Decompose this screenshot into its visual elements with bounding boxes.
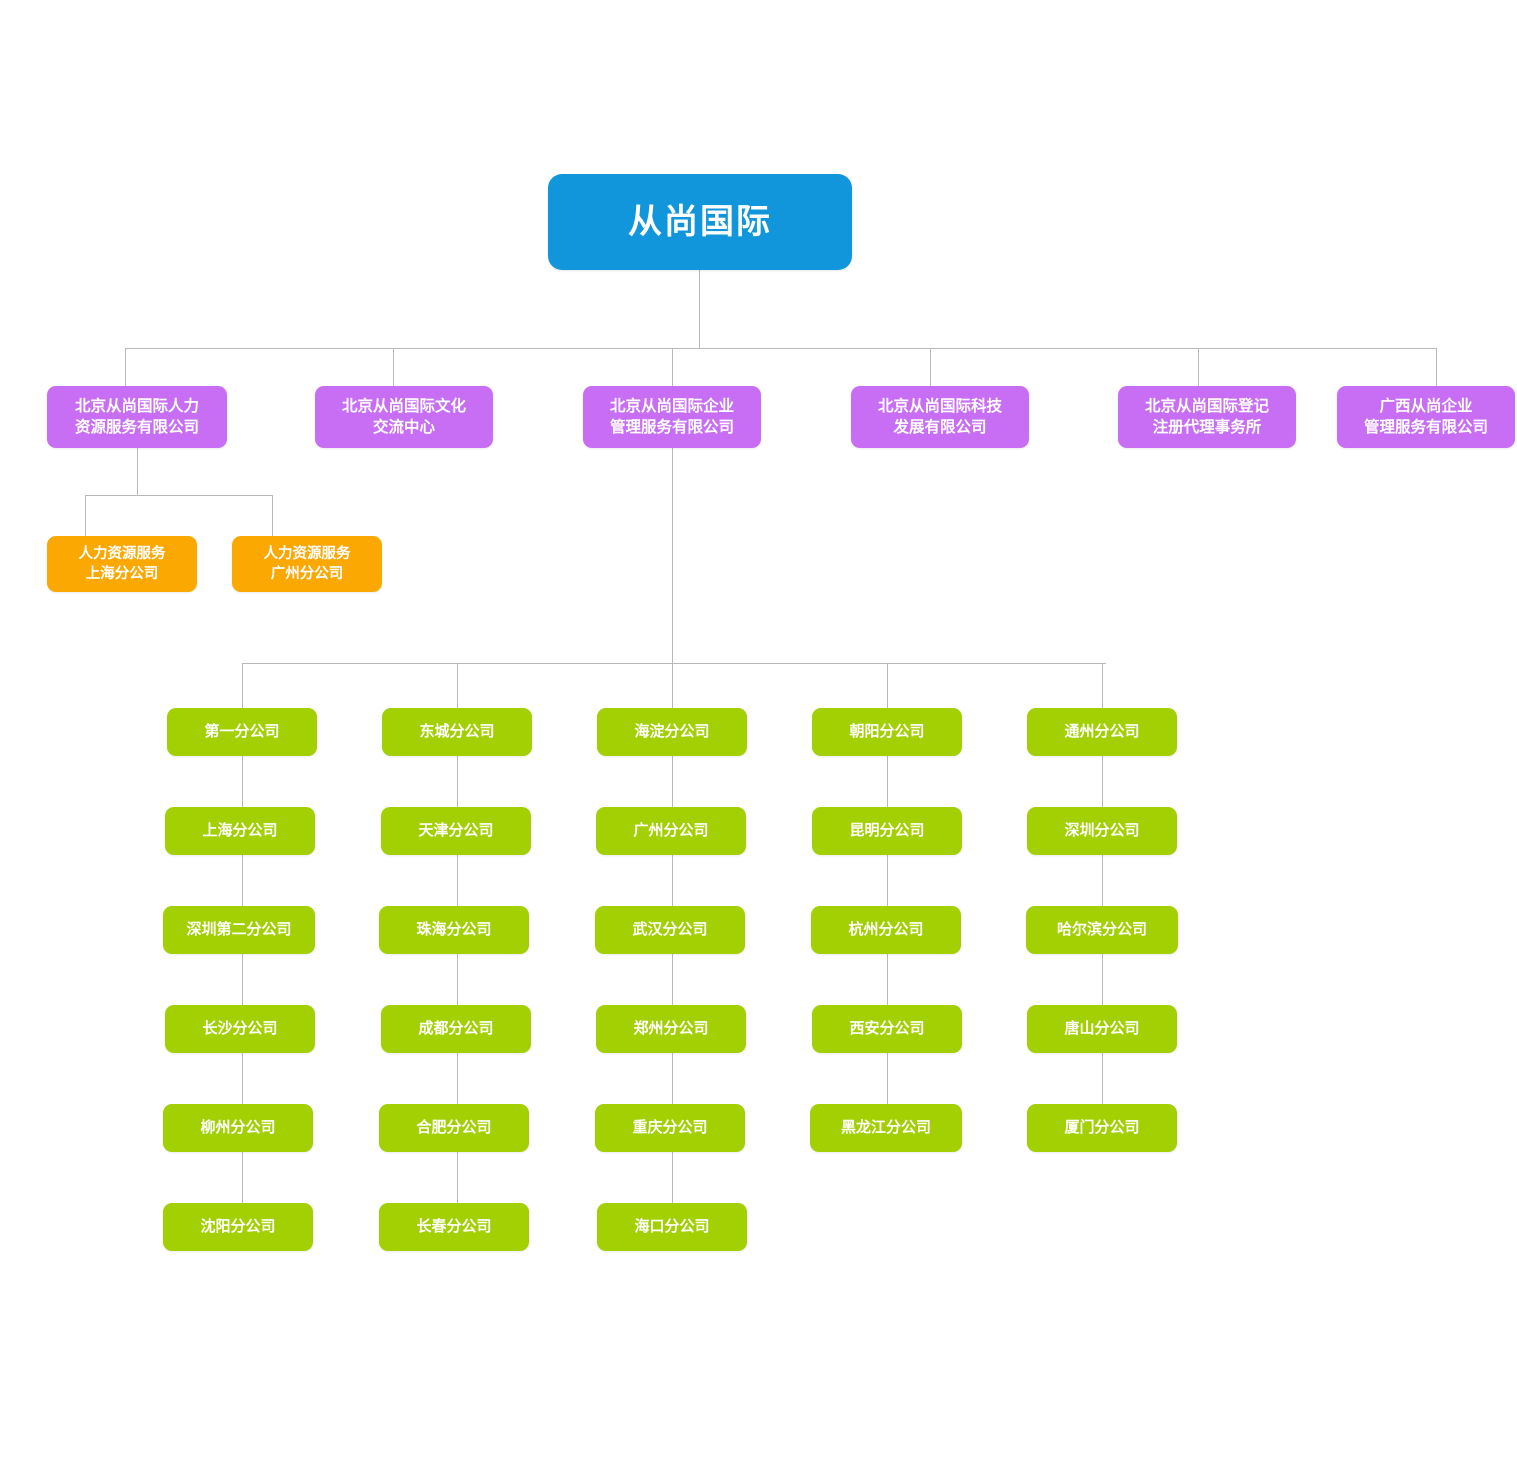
connector-division-drop-2 [393,348,394,386]
org-node-branch-col2-row3[interactable]: 珠海分公司 [379,906,529,954]
connector-col5-link-3 [1102,954,1103,1005]
connector-hr-trunk [137,448,138,495]
org-node-branch-col5-row1[interactable]: 通州分公司 [1027,708,1177,756]
connector-col1-link-3 [242,954,243,1005]
org-node-branch-col2-row2[interactable]: 天津分公司 [381,807,531,855]
org-node-branch-col5-row3[interactable]: 哈尔滨分公司 [1026,906,1178,954]
connector-col3-link-1 [672,756,673,807]
org-node-division-registration-agency[interactable]: 北京从尚国际登记 注册代理事务所 [1118,386,1296,448]
org-node-branch-col4-row2[interactable]: 昆明分公司 [812,807,962,855]
connector-branch-drop-col3 [672,663,673,708]
connector-col2-link-3 [457,954,458,1005]
org-node-branch-col2-row4[interactable]: 成都分公司 [381,1005,531,1053]
org-node-branch-col3-row5[interactable]: 重庆分公司 [595,1104,745,1152]
connector-division-drop-6 [1436,348,1437,386]
connector-root-trunk [699,270,700,349]
org-node-branch-col4-row1[interactable]: 朝阳分公司 [812,708,962,756]
org-node-branch-col1-row5[interactable]: 柳州分公司 [163,1104,313,1152]
connector-division-drop-3 [672,348,673,386]
connector-col2-link-5 [457,1152,458,1203]
org-node-branch-col1-row2[interactable]: 上海分公司 [165,807,315,855]
org-node-branch-col4-row4[interactable]: 西安分公司 [812,1005,962,1053]
connector-hr-drop-1 [85,495,86,536]
connector-col5-link-2 [1102,855,1103,906]
connector-division-bus [125,348,1436,349]
connector-division-drop-1 [125,348,126,386]
connector-branch-drop-col5 [1102,663,1103,708]
connector-col5-link-1 [1102,756,1103,807]
org-node-root[interactable]: 从尚国际 [548,174,852,270]
connector-col3-link-2 [672,855,673,906]
org-node-branch-col3-row2[interactable]: 广州分公司 [596,807,746,855]
org-node-branch-col1-row3[interactable]: 深圳第二分公司 [163,906,315,954]
org-node-hr-shanghai[interactable]: 人力资源服务 上海分公司 [47,536,197,592]
org-node-branch-col2-row5[interactable]: 合肥分公司 [379,1104,529,1152]
connector-col4-link-1 [887,756,888,807]
org-node-branch-col3-row6[interactable]: 海口分公司 [597,1203,747,1251]
connector-col4-link-3 [887,954,888,1005]
org-node-division-hr[interactable]: 北京从尚国际人力 资源服务有限公司 [47,386,227,448]
org-node-division-guangxi[interactable]: 广西从尚企业 管理服务有限公司 [1337,386,1515,448]
org-node-branch-col3-row1[interactable]: 海淀分公司 [597,708,747,756]
connector-col2-link-2 [457,855,458,906]
org-node-branch-col2-row6[interactable]: 长春分公司 [379,1203,529,1251]
connector-col1-link-2 [242,855,243,906]
connector-branch-trunk [672,448,673,664]
connector-col2-link-1 [457,756,458,807]
org-node-hr-guangzhou[interactable]: 人力资源服务 广州分公司 [232,536,382,592]
connector-division-drop-5 [1198,348,1199,386]
org-node-branch-col1-row4[interactable]: 长沙分公司 [165,1005,315,1053]
org-node-branch-col4-row3[interactable]: 杭州分公司 [811,906,961,954]
connector-col1-link-1 [242,756,243,807]
org-node-branch-col5-row4[interactable]: 唐山分公司 [1027,1005,1177,1053]
connector-branch-bus [242,663,1106,664]
org-node-branch-col5-row2[interactable]: 深圳分公司 [1027,807,1177,855]
org-node-division-technology[interactable]: 北京从尚国际科技 发展有限公司 [851,386,1029,448]
connector-hr-drop-2 [272,495,273,536]
connector-col5-link-4 [1102,1053,1103,1104]
org-node-branch-col1-row1[interactable]: 第一分公司 [167,708,317,756]
org-node-branch-col3-row4[interactable]: 郑州分公司 [596,1005,746,1053]
connector-division-drop-4 [930,348,931,386]
org-node-branch-col4-row5[interactable]: 黑龙江分公司 [810,1104,962,1152]
org-node-division-culture[interactable]: 北京从尚国际文化 交流中心 [315,386,493,448]
connector-col3-link-3 [672,954,673,1005]
connector-col1-link-5 [242,1152,243,1203]
connector-col1-link-4 [242,1053,243,1104]
connector-hr-bus [85,495,273,496]
connector-col4-link-2 [887,855,888,906]
connector-branch-drop-col1 [242,663,243,708]
org-node-branch-col2-row1[interactable]: 东城分公司 [382,708,532,756]
connector-col2-link-4 [457,1053,458,1104]
org-node-branch-col1-row6[interactable]: 沈阳分公司 [163,1203,313,1251]
connector-branch-drop-col4 [887,663,888,708]
connector-col3-link-4 [672,1053,673,1104]
org-node-branch-col5-row5[interactable]: 厦门分公司 [1027,1104,1177,1152]
org-node-division-enterprise-mgmt[interactable]: 北京从尚国际企业 管理服务有限公司 [583,386,761,448]
connector-col4-link-4 [887,1053,888,1104]
connector-branch-drop-col2 [457,663,458,708]
org-node-branch-col3-row3[interactable]: 武汉分公司 [595,906,745,954]
connector-col3-link-5 [672,1152,673,1203]
